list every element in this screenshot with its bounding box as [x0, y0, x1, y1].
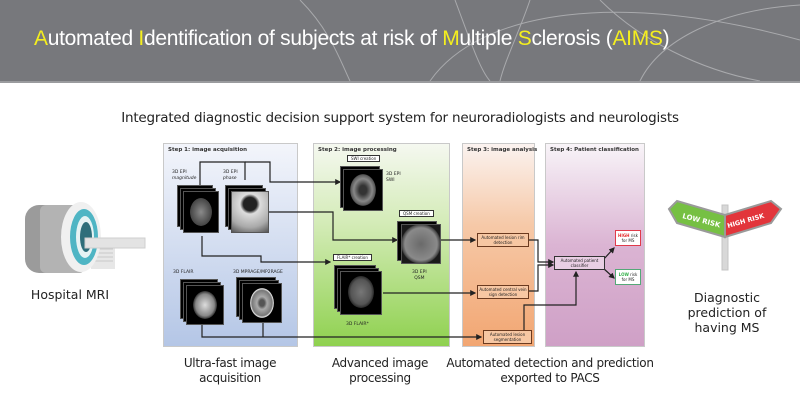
- title-part: utomated: [47, 27, 139, 50]
- epi-phase-image: [225, 185, 270, 233]
- swi-image: [340, 166, 384, 212]
- header-decorative-arcs: [299, 0, 800, 81]
- step2-title: Step 2: image processing: [318, 147, 397, 153]
- label-line: SWI: [386, 177, 395, 183]
- risk-text: for MS: [621, 277, 635, 282]
- box-line: Automated lesion: [489, 332, 526, 337]
- label-line: QSM: [414, 275, 425, 281]
- flair-label: 3D FLAIR: [173, 270, 194, 275]
- box-line: Automated patient: [560, 258, 599, 263]
- hospital-mri-label: Hospital MRI: [30, 287, 110, 302]
- epi-magnitude-image: [177, 185, 219, 233]
- box-line: Automated central vein: [479, 287, 527, 292]
- flair-star-label: 3D FLAIR*: [346, 322, 369, 327]
- label-line: 3D EPI: [172, 170, 187, 175]
- caption-line: Ultra-fast image: [183, 356, 277, 370]
- label-line: 3D EPI: [223, 170, 238, 175]
- title-part: ultiple: [459, 27, 518, 50]
- box-line: sign detection: [488, 292, 518, 297]
- mprage-label: 3D MPRAGE/MP2RAGE: [233, 270, 283, 275]
- risk-signpost-icon: LOW RISK HIGH RISK: [667, 199, 783, 271]
- box-line: Automated lesion rim: [481, 235, 525, 240]
- qsm-image: [397, 221, 442, 265]
- title-part: clerosis (: [531, 27, 613, 50]
- label-line: having MS: [694, 320, 760, 335]
- caption-line: processing: [349, 371, 411, 385]
- caption-line: acquisition: [199, 371, 261, 385]
- title-part: ): [662, 27, 670, 50]
- step4-title: Step 4: Patient classification: [550, 147, 639, 153]
- label-line: phase: [223, 175, 237, 181]
- low-word: LOW: [618, 272, 629, 277]
- title-part: M: [442, 27, 460, 50]
- title-part: I: [138, 27, 144, 50]
- label-line: 3D EPI: [386, 172, 401, 177]
- title-part: dentification of subjects at risk of: [143, 27, 443, 50]
- caption-line: Advanced image: [331, 356, 429, 370]
- qsm-creation-tag: QSM creation: [399, 210, 434, 217]
- title-part: AIMS: [612, 27, 663, 50]
- flair-star-image: [334, 265, 382, 315]
- header-banner: Automated Identification of subjects at …: [0, 0, 800, 83]
- title-part: A: [34, 27, 48, 50]
- swi-creation-tag: SWI creation: [347, 155, 381, 162]
- label-line: magnitude: [172, 175, 197, 181]
- mri-scanner-icon: [25, 202, 146, 273]
- risk-text: for MS: [621, 238, 635, 243]
- label-line: prediction of: [687, 305, 767, 320]
- high-word: HIGH: [618, 233, 630, 238]
- step3-title: Step 3: image analysis: [467, 147, 538, 153]
- flair-image: [180, 279, 225, 325]
- flair-star-creation-tag: FLAIR* creation: [333, 254, 372, 261]
- label-line: Diagnostic: [693, 290, 761, 305]
- title-part: S: [517, 27, 532, 50]
- caption-line: Automated detection and prediction: [446, 356, 654, 370]
- step1-title: Step 1: image acquisition: [168, 147, 248, 153]
- risk-text: risk: [628, 272, 638, 277]
- caption-line: exported to PACS: [500, 371, 600, 385]
- box-line: classifier: [570, 263, 589, 268]
- box-line: detection: [493, 240, 513, 245]
- page-title: Automated Identification of subjects at …: [34, 27, 670, 51]
- risk-text: risk: [629, 233, 638, 238]
- mprage-image: [236, 277, 282, 323]
- box-line: segmentation: [493, 337, 522, 342]
- label-line: 3D EPI: [412, 270, 427, 275]
- subtitle: Integrated diagnostic decision support s…: [121, 110, 679, 126]
